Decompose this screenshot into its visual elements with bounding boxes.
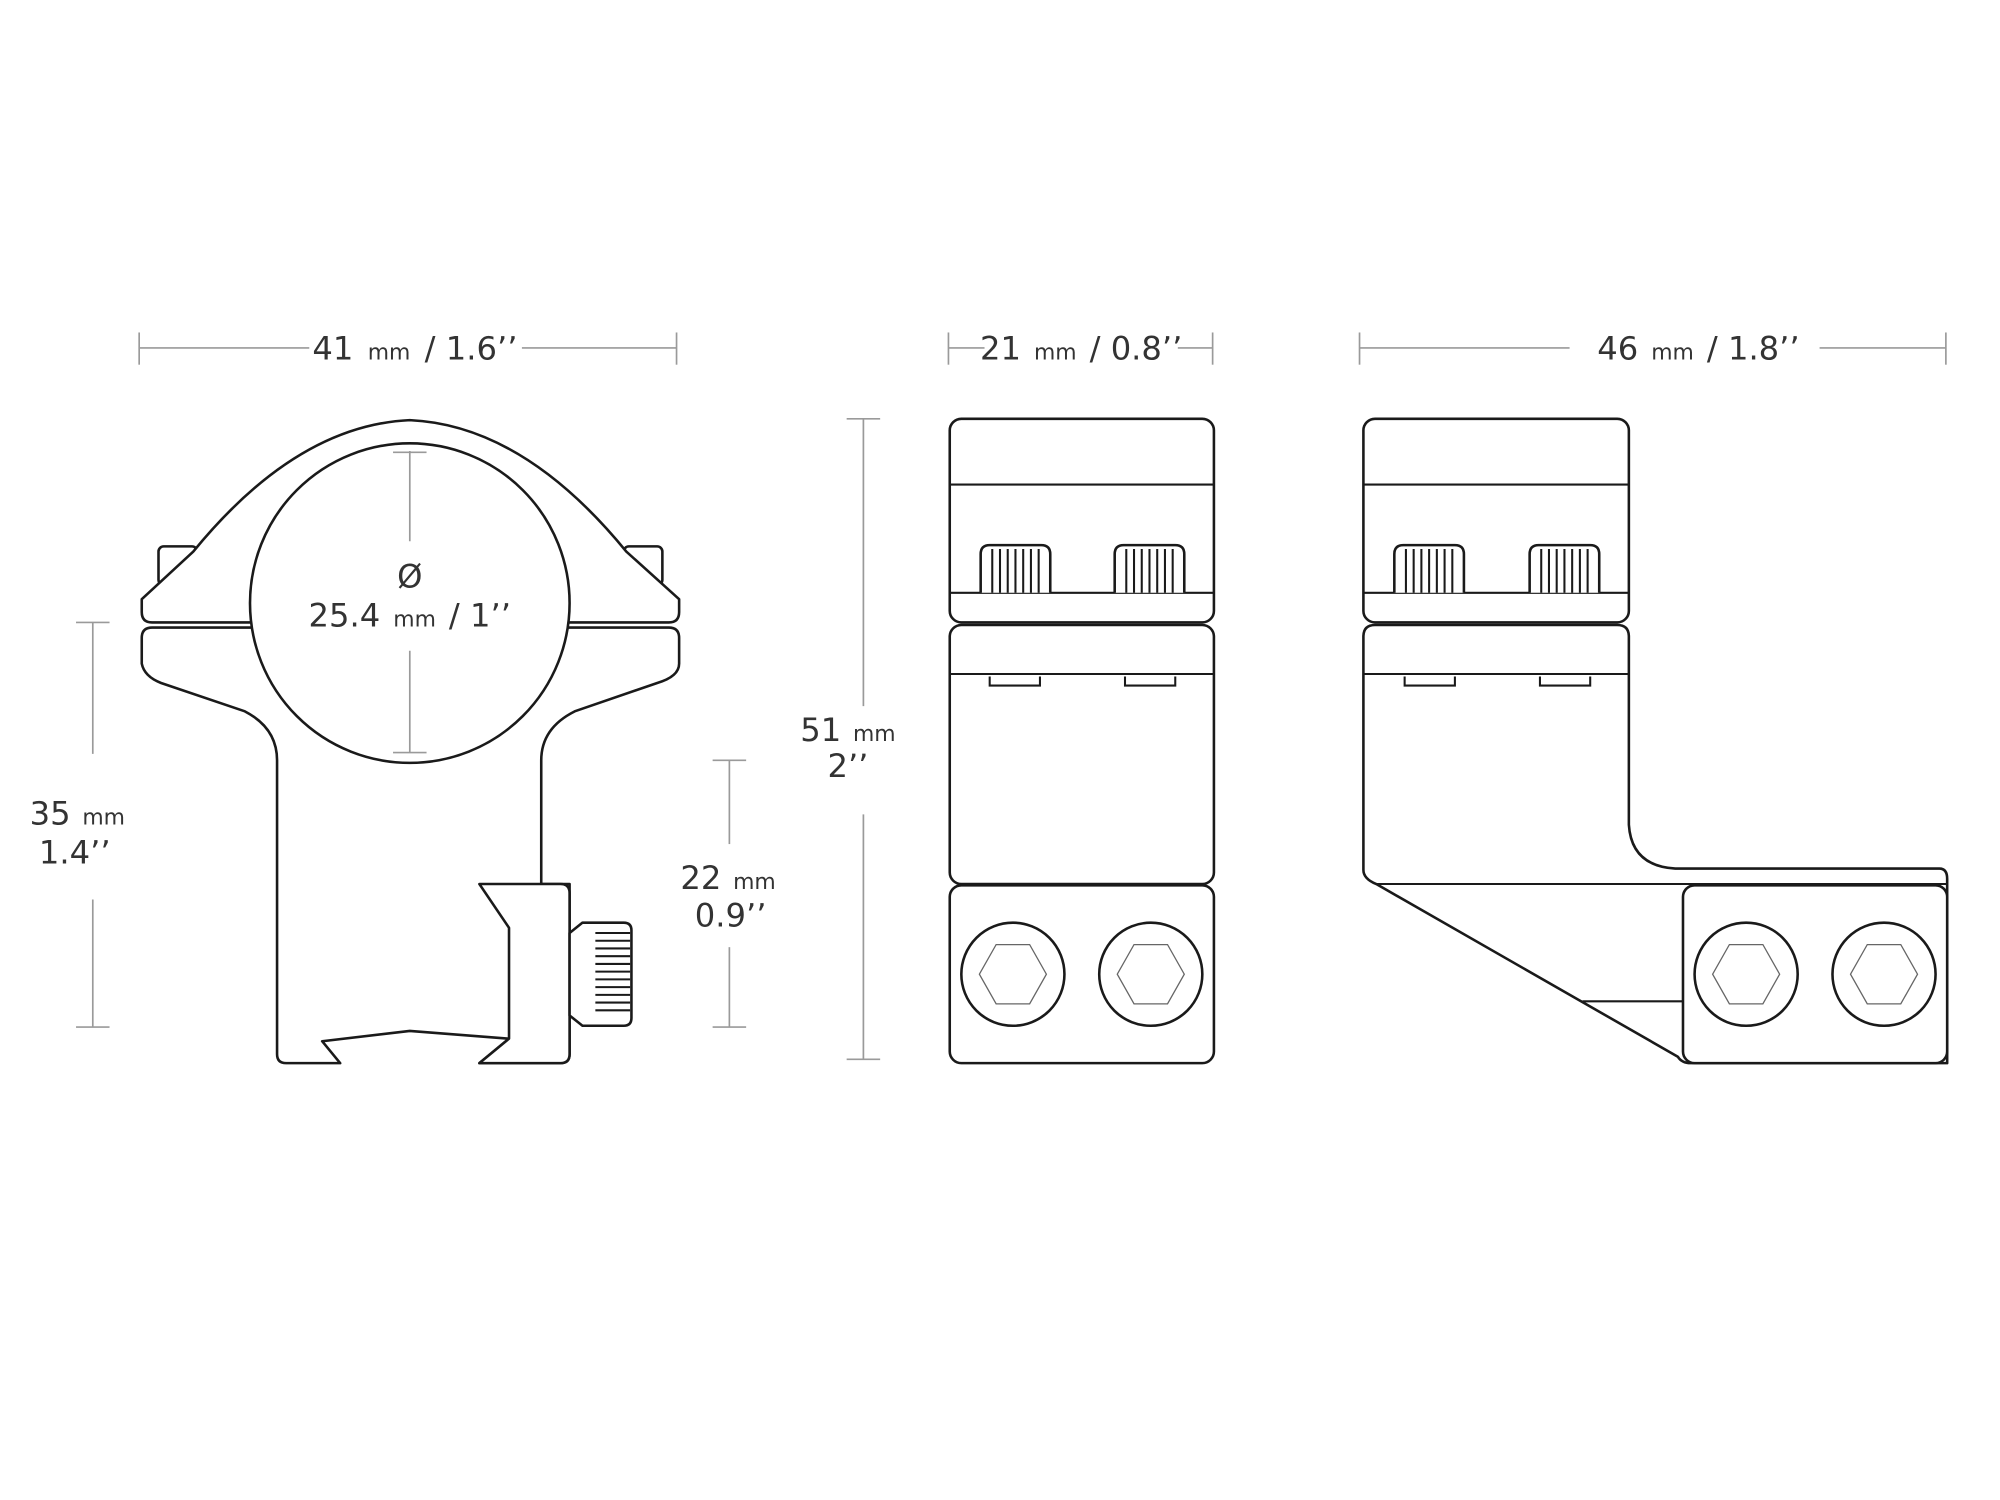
front-width-imperial: / 1.6’’ — [425, 330, 518, 368]
cap-screw-icon — [979, 543, 1186, 593]
cap-screw-icon — [1393, 543, 1601, 593]
side-height-value: 51 — [800, 711, 841, 749]
recoil-clamp — [478, 882, 571, 1065]
side-ring-base — [948, 623, 1216, 886]
side-view: 51 mm 2’’ 21 mm / 0.8’’ — [800, 330, 1216, 1065]
offset-width-value: 46 — [1597, 330, 1638, 368]
side-height-dimension: 51 mm 2’’ — [800, 417, 896, 1061]
side-width-value: 21 — [980, 330, 1021, 368]
hex-bolt-icon — [960, 921, 1204, 1028]
svg-text:51 mm: 51 mm — [800, 711, 895, 749]
diameter-value: 25.4 — [309, 596, 381, 634]
svg-text:21 mm / 0.8’’: 21 mm / 0.8’’ — [980, 330, 1182, 368]
clamp-height-imperial: 0.9’’ — [695, 897, 767, 935]
offset-view: 46 mm / 1.8’’ — [1358, 330, 1949, 1065]
side-width-imperial: / 0.8’’ — [1090, 330, 1183, 368]
diameter-imperial: / 1’’ — [449, 596, 511, 634]
svg-text:41 mm / 1.6’’: 41 mm / 1.6’’ — [312, 330, 517, 368]
svg-text:46 mm / 1.8’’: 46 mm / 1.8’’ — [1597, 330, 1799, 368]
svg-text:35 mm: 35 mm — [30, 795, 125, 833]
clamp-height-value: 22 — [680, 859, 721, 897]
center-height-unit: mm — [82, 806, 125, 831]
offset-width-unit: mm — [1651, 341, 1694, 366]
side-width-dimension: 21 mm / 0.8’’ — [947, 330, 1214, 368]
offset-width-imperial: / 1.8’’ — [1707, 330, 1800, 368]
clamp-height-unit: mm — [733, 870, 776, 895]
center-height-value: 35 — [30, 795, 71, 833]
hex-bolt-icon — [1693, 921, 1937, 1028]
front-width-unit: mm — [368, 341, 411, 366]
scope-tube-bore — [248, 442, 571, 765]
svg-text:22 mm: 22 mm — [680, 859, 775, 897]
front-width-value: 41 — [312, 330, 353, 368]
center-height-dimension: 35 mm 1.4’’ — [30, 621, 125, 1028]
diameter-unit: mm — [393, 607, 436, 632]
svg-text:25.4 mm / 1’’: 25.4 mm / 1’’ — [309, 596, 511, 634]
clamp-knob-icon — [568, 921, 633, 1028]
offset-width-dimension: 46 mm / 1.8’’ — [1358, 330, 1947, 368]
diameter-symbol: Ø — [397, 558, 422, 596]
front-view: 41 mm / 1.6’’ Ø 25.4 mm — [30, 330, 776, 1065]
front-width-dimension: 41 mm / 1.6’’ — [138, 330, 678, 368]
side-height-imperial: 2’’ — [827, 747, 868, 785]
center-height-imperial: 1.4’’ — [39, 833, 111, 871]
side-height-unit: mm — [853, 722, 896, 747]
clamp-height-dimension: 22 mm 0.9’’ — [680, 759, 776, 1028]
side-width-unit: mm — [1034, 341, 1077, 366]
diameter-dimension: Ø 25.4 mm / 1’’ — [309, 451, 511, 754]
